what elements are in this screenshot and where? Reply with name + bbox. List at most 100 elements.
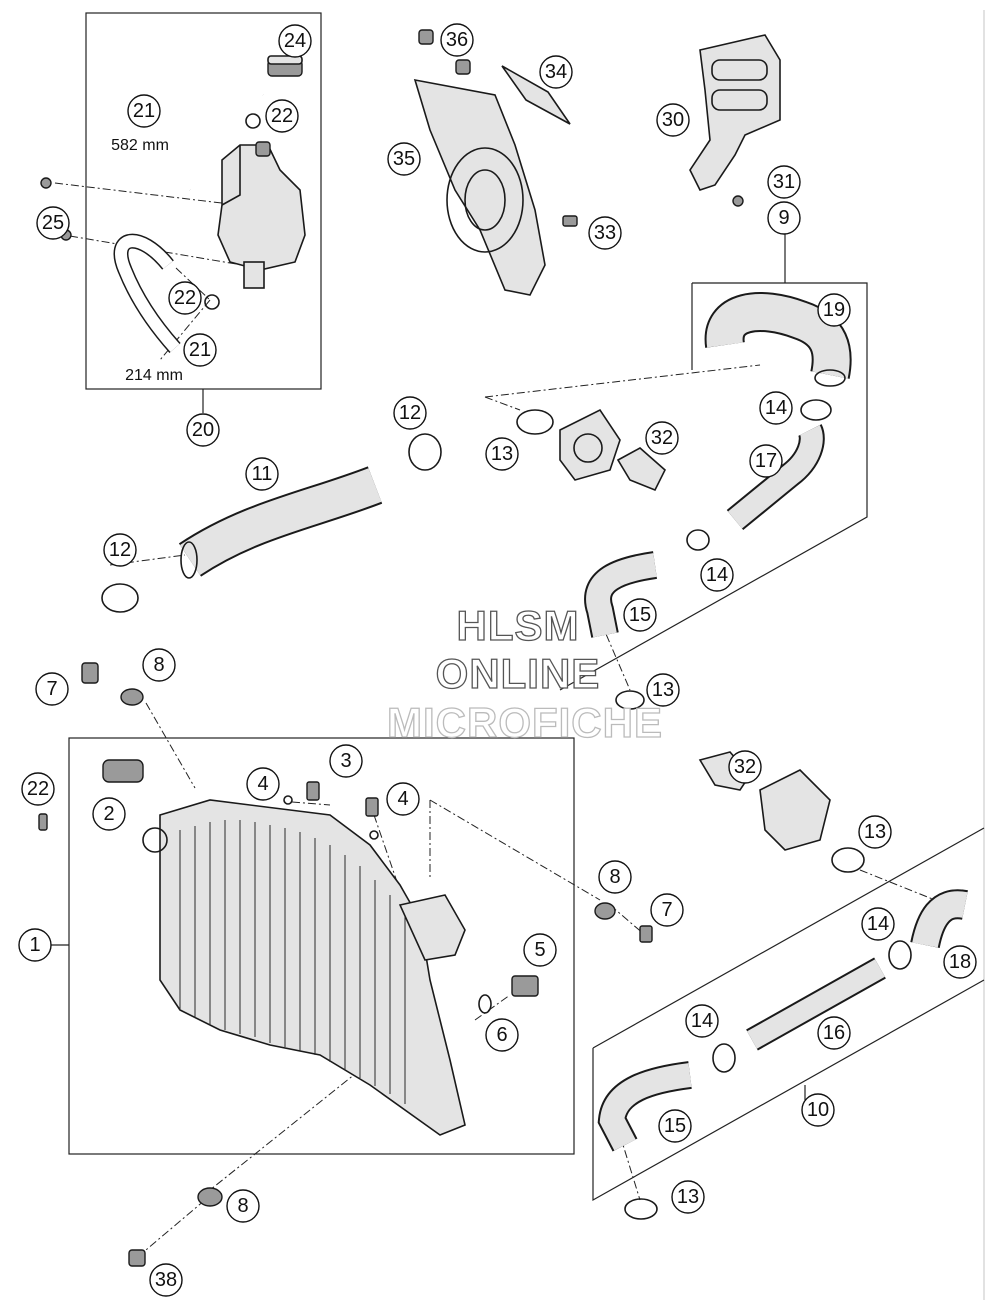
svg-text:38: 38 xyxy=(155,1269,177,1291)
callout-25: 25 xyxy=(36,206,70,240)
clamp-22-lower xyxy=(204,294,220,310)
hose-15-kit9 xyxy=(584,551,658,638)
hose-11 xyxy=(178,466,383,579)
callout-8a: 8 xyxy=(142,648,176,682)
callout-11: 11 xyxy=(245,457,279,491)
callout-14a: 14 xyxy=(759,391,793,425)
svg-text:4: 4 xyxy=(257,773,268,795)
svg-text:24: 24 xyxy=(284,30,306,52)
screw-31 xyxy=(732,195,744,207)
watermark-line3: MICROFICHE xyxy=(387,699,663,746)
hose-15-kit10 xyxy=(597,1061,692,1152)
svg-text:9: 9 xyxy=(778,207,789,229)
callout-13a: 13 xyxy=(485,437,519,471)
svg-text:36: 36 xyxy=(446,29,468,51)
svg-text:30: 30 xyxy=(662,109,684,131)
screw-7-upper xyxy=(81,662,99,684)
svg-text:32: 32 xyxy=(651,427,673,449)
svg-text:10: 10 xyxy=(807,1099,829,1121)
svg-text:14: 14 xyxy=(765,397,787,419)
pin-22-left xyxy=(38,813,48,831)
seal-strip-34 xyxy=(501,65,571,125)
clamp-14-kit10-upper xyxy=(888,940,912,970)
callout-20: 20 xyxy=(186,413,220,447)
callout-12b: 12 xyxy=(103,533,137,567)
tank-cap-24 xyxy=(267,55,303,77)
svg-text:8: 8 xyxy=(153,654,164,676)
clamp-22-upper xyxy=(245,113,261,129)
grommet-8-bottom xyxy=(197,1187,223,1207)
fan-shroud-35 xyxy=(413,78,546,296)
screw-7-right xyxy=(639,925,653,943)
svg-text:31: 31 xyxy=(773,171,795,193)
callout-7b: 7 xyxy=(650,893,684,927)
svg-text:19: 19 xyxy=(823,299,845,321)
thermostat-housing-lower xyxy=(759,769,831,851)
clamp-13-kit10-upper xyxy=(831,847,865,873)
callout-10: 10 xyxy=(801,1093,835,1127)
clamp-12-lower xyxy=(101,583,139,613)
callout-5: 5 xyxy=(523,933,557,967)
svg-text:14: 14 xyxy=(691,1010,713,1032)
bolt-25-upper xyxy=(40,177,52,189)
clamp-14-kit10-lower xyxy=(712,1043,736,1073)
radiator-cap-2 xyxy=(102,759,144,783)
callout-32b: 32 xyxy=(728,750,762,784)
callout-13b: 13 xyxy=(646,673,680,707)
expansion-tank xyxy=(217,141,306,289)
callout-36: 36 xyxy=(440,23,474,57)
svg-text:4: 4 xyxy=(397,788,408,810)
callout-4b: 4 xyxy=(386,782,420,816)
svg-text:20: 20 xyxy=(192,419,214,441)
svg-text:7: 7 xyxy=(46,678,57,700)
callout-9: 9 xyxy=(767,201,801,235)
screw-38 xyxy=(128,1249,146,1267)
callout-8b: 8 xyxy=(598,860,632,894)
hose-18 xyxy=(910,889,968,949)
screw-3 xyxy=(306,781,379,817)
o-ring-6 xyxy=(478,994,492,1014)
svg-text:14: 14 xyxy=(867,913,889,935)
pipe-16 xyxy=(746,957,886,1051)
grommet-8-right xyxy=(594,902,616,920)
hose-17 xyxy=(726,424,825,531)
svg-text:22: 22 xyxy=(27,778,49,800)
callout-14d: 14 xyxy=(685,1004,719,1038)
thermostat-housing xyxy=(559,408,621,481)
svg-text:22: 22 xyxy=(174,287,196,309)
svg-text:11: 11 xyxy=(252,463,273,485)
svg-text:8: 8 xyxy=(609,866,620,888)
svg-text:13: 13 xyxy=(491,443,513,465)
expansion-tank-group-frame xyxy=(85,12,322,413)
callout-22b: 22 xyxy=(168,281,202,315)
callout-6: 6 xyxy=(485,1018,519,1052)
svg-text:34: 34 xyxy=(545,61,567,83)
watermark-line1: HLSM xyxy=(457,602,580,649)
svg-text:15: 15 xyxy=(629,604,651,626)
callout-14c: 14 xyxy=(861,907,895,941)
callout-12a: 12 xyxy=(393,396,427,430)
callout-32a: 32 xyxy=(645,421,679,455)
svg-text:25: 25 xyxy=(42,212,64,234)
svg-text:13: 13 xyxy=(677,1186,699,1208)
callouts: 1 2 3 4 4 5 6 7 7 8 8 8 9 10 11 12 12 13… xyxy=(18,23,977,1297)
nut-36 xyxy=(418,29,471,75)
callout-21a: 21 xyxy=(127,94,161,128)
svg-text:13: 13 xyxy=(652,679,674,701)
grommet-8-upper xyxy=(120,688,144,706)
clamp-13-kit10-lower xyxy=(624,1198,658,1220)
callout-17: 17 xyxy=(749,444,783,478)
clamp-14-kit9 xyxy=(800,399,832,421)
callout-15a: 15 xyxy=(623,598,657,632)
watermark-line2: ONLINE xyxy=(436,650,601,697)
callout-22c: 22 xyxy=(21,772,55,806)
clamp-14-kit9-lower xyxy=(686,529,710,551)
dim-214mm-label: 214 mm xyxy=(125,367,183,384)
svg-text:1: 1 xyxy=(29,934,40,956)
bracket-30 xyxy=(689,34,781,191)
radiator-1 xyxy=(142,799,466,1136)
callout-8c: 8 xyxy=(226,1189,260,1223)
screw-33 xyxy=(562,215,578,227)
svg-text:8: 8 xyxy=(237,1195,248,1217)
